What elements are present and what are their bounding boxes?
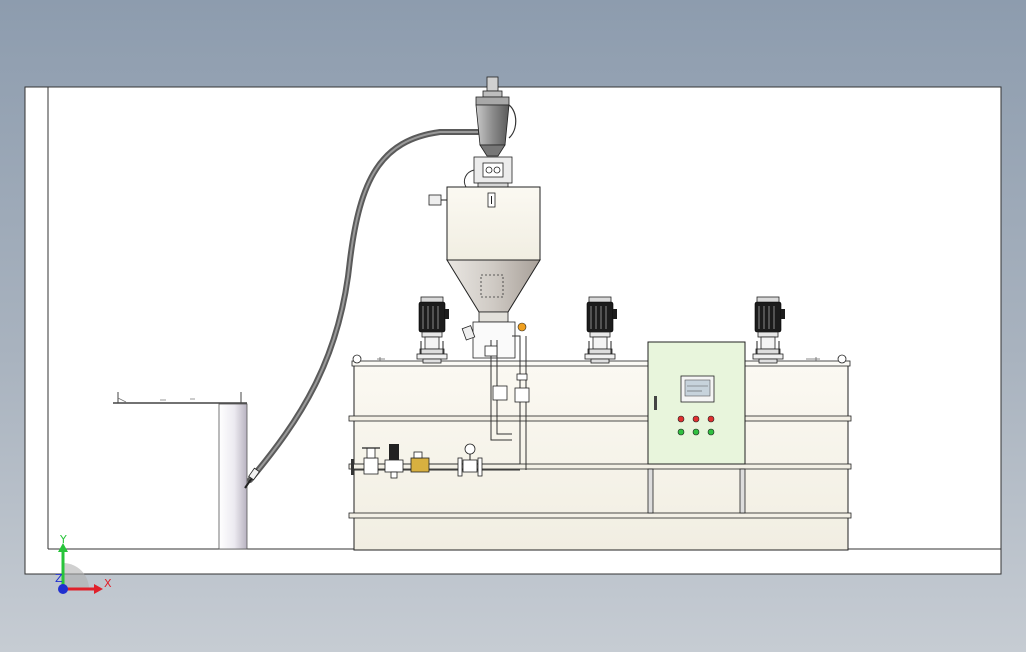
z-axis-label: Z [55,572,63,585]
x-axis-label: X [104,577,112,590]
panel-door-handle[interactable] [654,396,657,410]
red-button[interactable] [692,415,700,423]
control-panel[interactable] [647,341,746,465]
vacuum-feeder[interactable] [463,76,517,189]
mixer-3[interactable] [752,296,786,364]
z-axis-dot [58,584,68,594]
green-button[interactable] [707,428,715,436]
conveying-hose[interactable] [244,129,481,489]
inlet-piping[interactable] [351,335,530,471]
y-axis-label: Y [59,533,67,546]
mixer-1[interactable] [416,296,450,364]
red-button[interactable] [677,415,685,423]
powder-hopper[interactable] [428,186,541,359]
green-button[interactable] [692,428,700,436]
axis-triad: Y X Z [55,533,112,594]
valve-group[interactable] [351,443,483,479]
mixer-2[interactable] [584,296,618,364]
green-button[interactable] [677,428,685,436]
dosing-tank[interactable] [348,354,852,551]
raw-material-drum[interactable] [113,392,248,550]
red-button[interactable] [707,415,715,423]
